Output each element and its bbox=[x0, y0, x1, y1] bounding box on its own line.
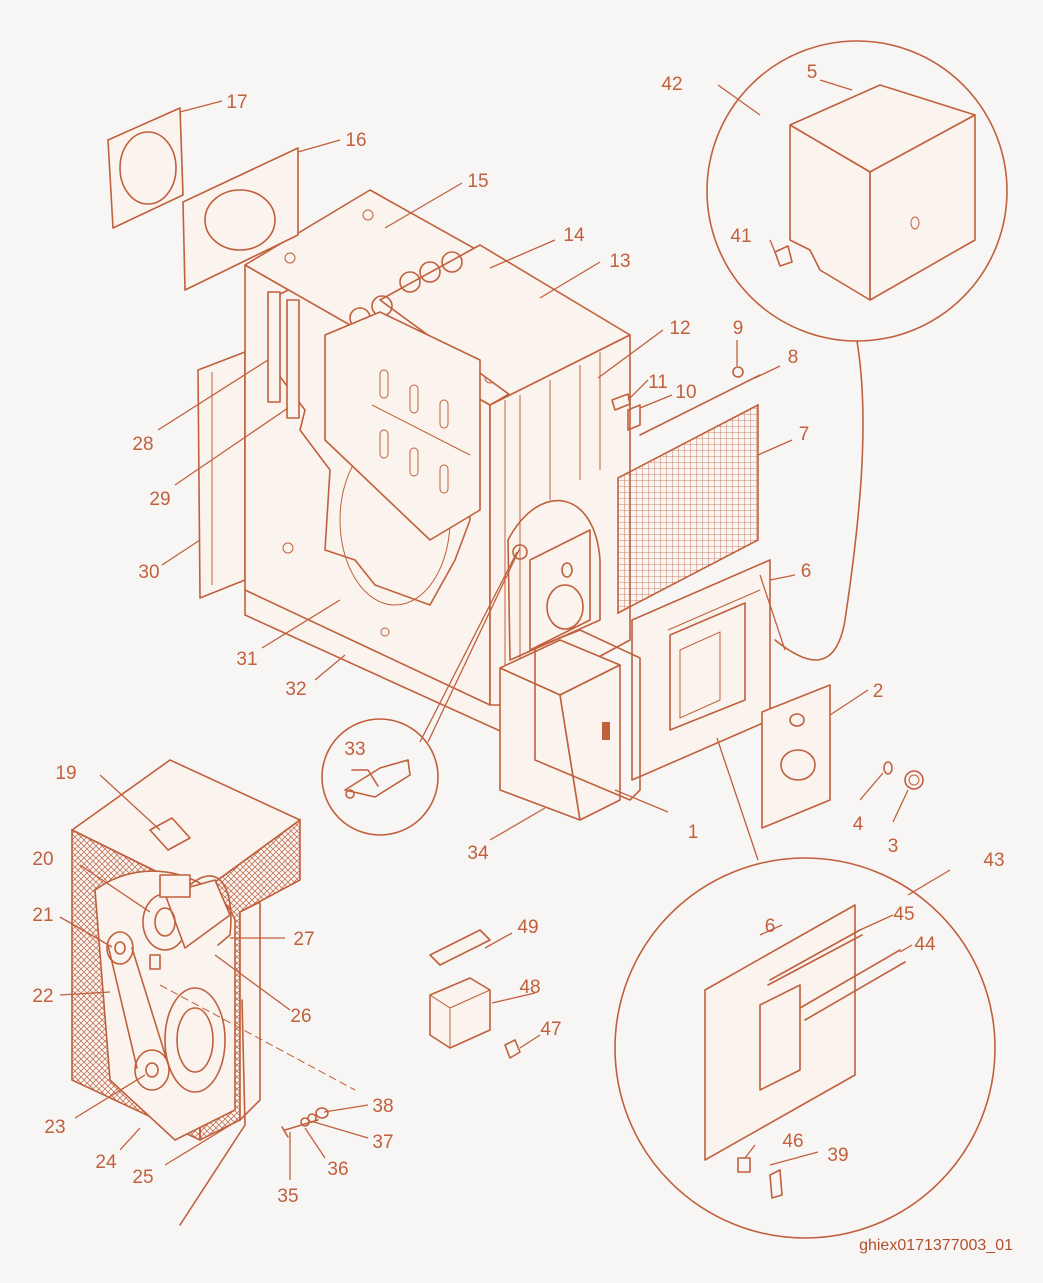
callout-10: 10 bbox=[675, 382, 696, 403]
callout-5: 5 bbox=[807, 62, 818, 83]
gasket-16 bbox=[182, 147, 299, 291]
callout-26: 26 bbox=[290, 1006, 311, 1027]
callout-38: 38 bbox=[372, 1096, 393, 1117]
washer-36 bbox=[300, 1117, 310, 1127]
drive-belt bbox=[107, 944, 169, 1069]
filter-rail-28 bbox=[267, 291, 281, 403]
bracket-49 bbox=[429, 929, 491, 966]
callout-3: 3 bbox=[888, 836, 899, 857]
callout-21: 21 bbox=[32, 905, 53, 926]
callout-19: 19 bbox=[55, 763, 76, 784]
callout-labels: 1 2 3 4 5 6 6 7 8 9 10 11 12 13 14 15 16… bbox=[32, 62, 1004, 1207]
callout-27: 27 bbox=[293, 929, 314, 950]
detail-circle-43 bbox=[614, 857, 996, 1239]
box-48 bbox=[429, 977, 491, 1049]
callout-13: 13 bbox=[609, 251, 630, 272]
mounting-plate bbox=[534, 629, 641, 801]
callout-20: 20 bbox=[32, 849, 53, 870]
drive-pulleys bbox=[349, 251, 463, 329]
callout-6: 6 bbox=[801, 561, 812, 582]
callout-34: 34 bbox=[467, 843, 489, 864]
callout-43: 43 bbox=[983, 850, 1004, 871]
callout-4: 4 bbox=[853, 814, 864, 835]
clip-47 bbox=[504, 1039, 521, 1059]
capacitor bbox=[149, 817, 191, 851]
callout-37: 37 bbox=[372, 1132, 393, 1153]
grommet-3 bbox=[904, 770, 924, 790]
callout-16: 16 bbox=[345, 130, 366, 151]
callout-25: 25 bbox=[132, 1167, 153, 1188]
callout-31: 31 bbox=[236, 649, 257, 670]
motor-pulley bbox=[106, 931, 134, 965]
filter-rail bbox=[639, 374, 761, 436]
callout-12: 12 bbox=[669, 318, 690, 339]
bracket-10 bbox=[627, 404, 641, 431]
callout-35: 35 bbox=[277, 1186, 298, 1207]
callout-41: 41 bbox=[730, 226, 751, 247]
callout-1: 1 bbox=[688, 822, 699, 843]
clip-46 bbox=[737, 1157, 751, 1173]
washer-37 bbox=[307, 1113, 317, 1123]
control-box bbox=[499, 529, 641, 821]
callout-6-detail: 6 bbox=[765, 916, 776, 937]
latch-41 bbox=[774, 245, 793, 267]
callout-24: 24 bbox=[95, 1152, 117, 1173]
callout-8: 8 bbox=[788, 347, 799, 368]
callout-45: 45 bbox=[893, 904, 914, 925]
nut-9 bbox=[732, 366, 744, 378]
drawing-code: ghiex0171377003_01 bbox=[859, 1237, 1013, 1254]
nut-38 bbox=[315, 1107, 329, 1119]
callout-14: 14 bbox=[563, 225, 585, 246]
callout-22: 22 bbox=[32, 986, 53, 1007]
clip-11 bbox=[611, 393, 631, 411]
latch-39 bbox=[769, 1169, 783, 1199]
callout-2: 2 bbox=[873, 681, 884, 702]
filter-rail-29 bbox=[286, 299, 300, 419]
filter-screen bbox=[617, 403, 759, 615]
callout-29: 29 bbox=[149, 489, 170, 510]
callout-28: 28 bbox=[132, 434, 153, 455]
cover-plate bbox=[761, 684, 831, 829]
callout-44: 44 bbox=[914, 934, 936, 955]
callout-30: 30 bbox=[138, 562, 159, 583]
callout-36: 36 bbox=[327, 1159, 348, 1180]
detail-circle-33 bbox=[321, 718, 439, 836]
callout-32: 32 bbox=[285, 679, 306, 700]
callout-39: 39 bbox=[827, 1145, 848, 1166]
callout-9: 9 bbox=[733, 318, 744, 339]
callout-15: 15 bbox=[467, 171, 488, 192]
callout-7: 7 bbox=[799, 424, 810, 445]
main-cabinet bbox=[197, 189, 631, 741]
blower-pulley bbox=[134, 1049, 170, 1091]
callout-23: 23 bbox=[44, 1117, 65, 1138]
blower-motor bbox=[142, 874, 232, 951]
callout-46: 46 bbox=[782, 1131, 803, 1152]
callout-42: 42 bbox=[661, 74, 682, 95]
callout-49: 49 bbox=[517, 917, 538, 938]
callout-11: 11 bbox=[648, 372, 668, 393]
callout-47: 47 bbox=[540, 1019, 561, 1040]
o-ring-4 bbox=[883, 761, 893, 775]
callout-33: 33 bbox=[344, 739, 365, 760]
inner-panel bbox=[324, 311, 481, 541]
blower-assembly bbox=[71, 759, 356, 1226]
callout-17: 17 bbox=[226, 92, 247, 113]
callout-48: 48 bbox=[519, 977, 540, 998]
